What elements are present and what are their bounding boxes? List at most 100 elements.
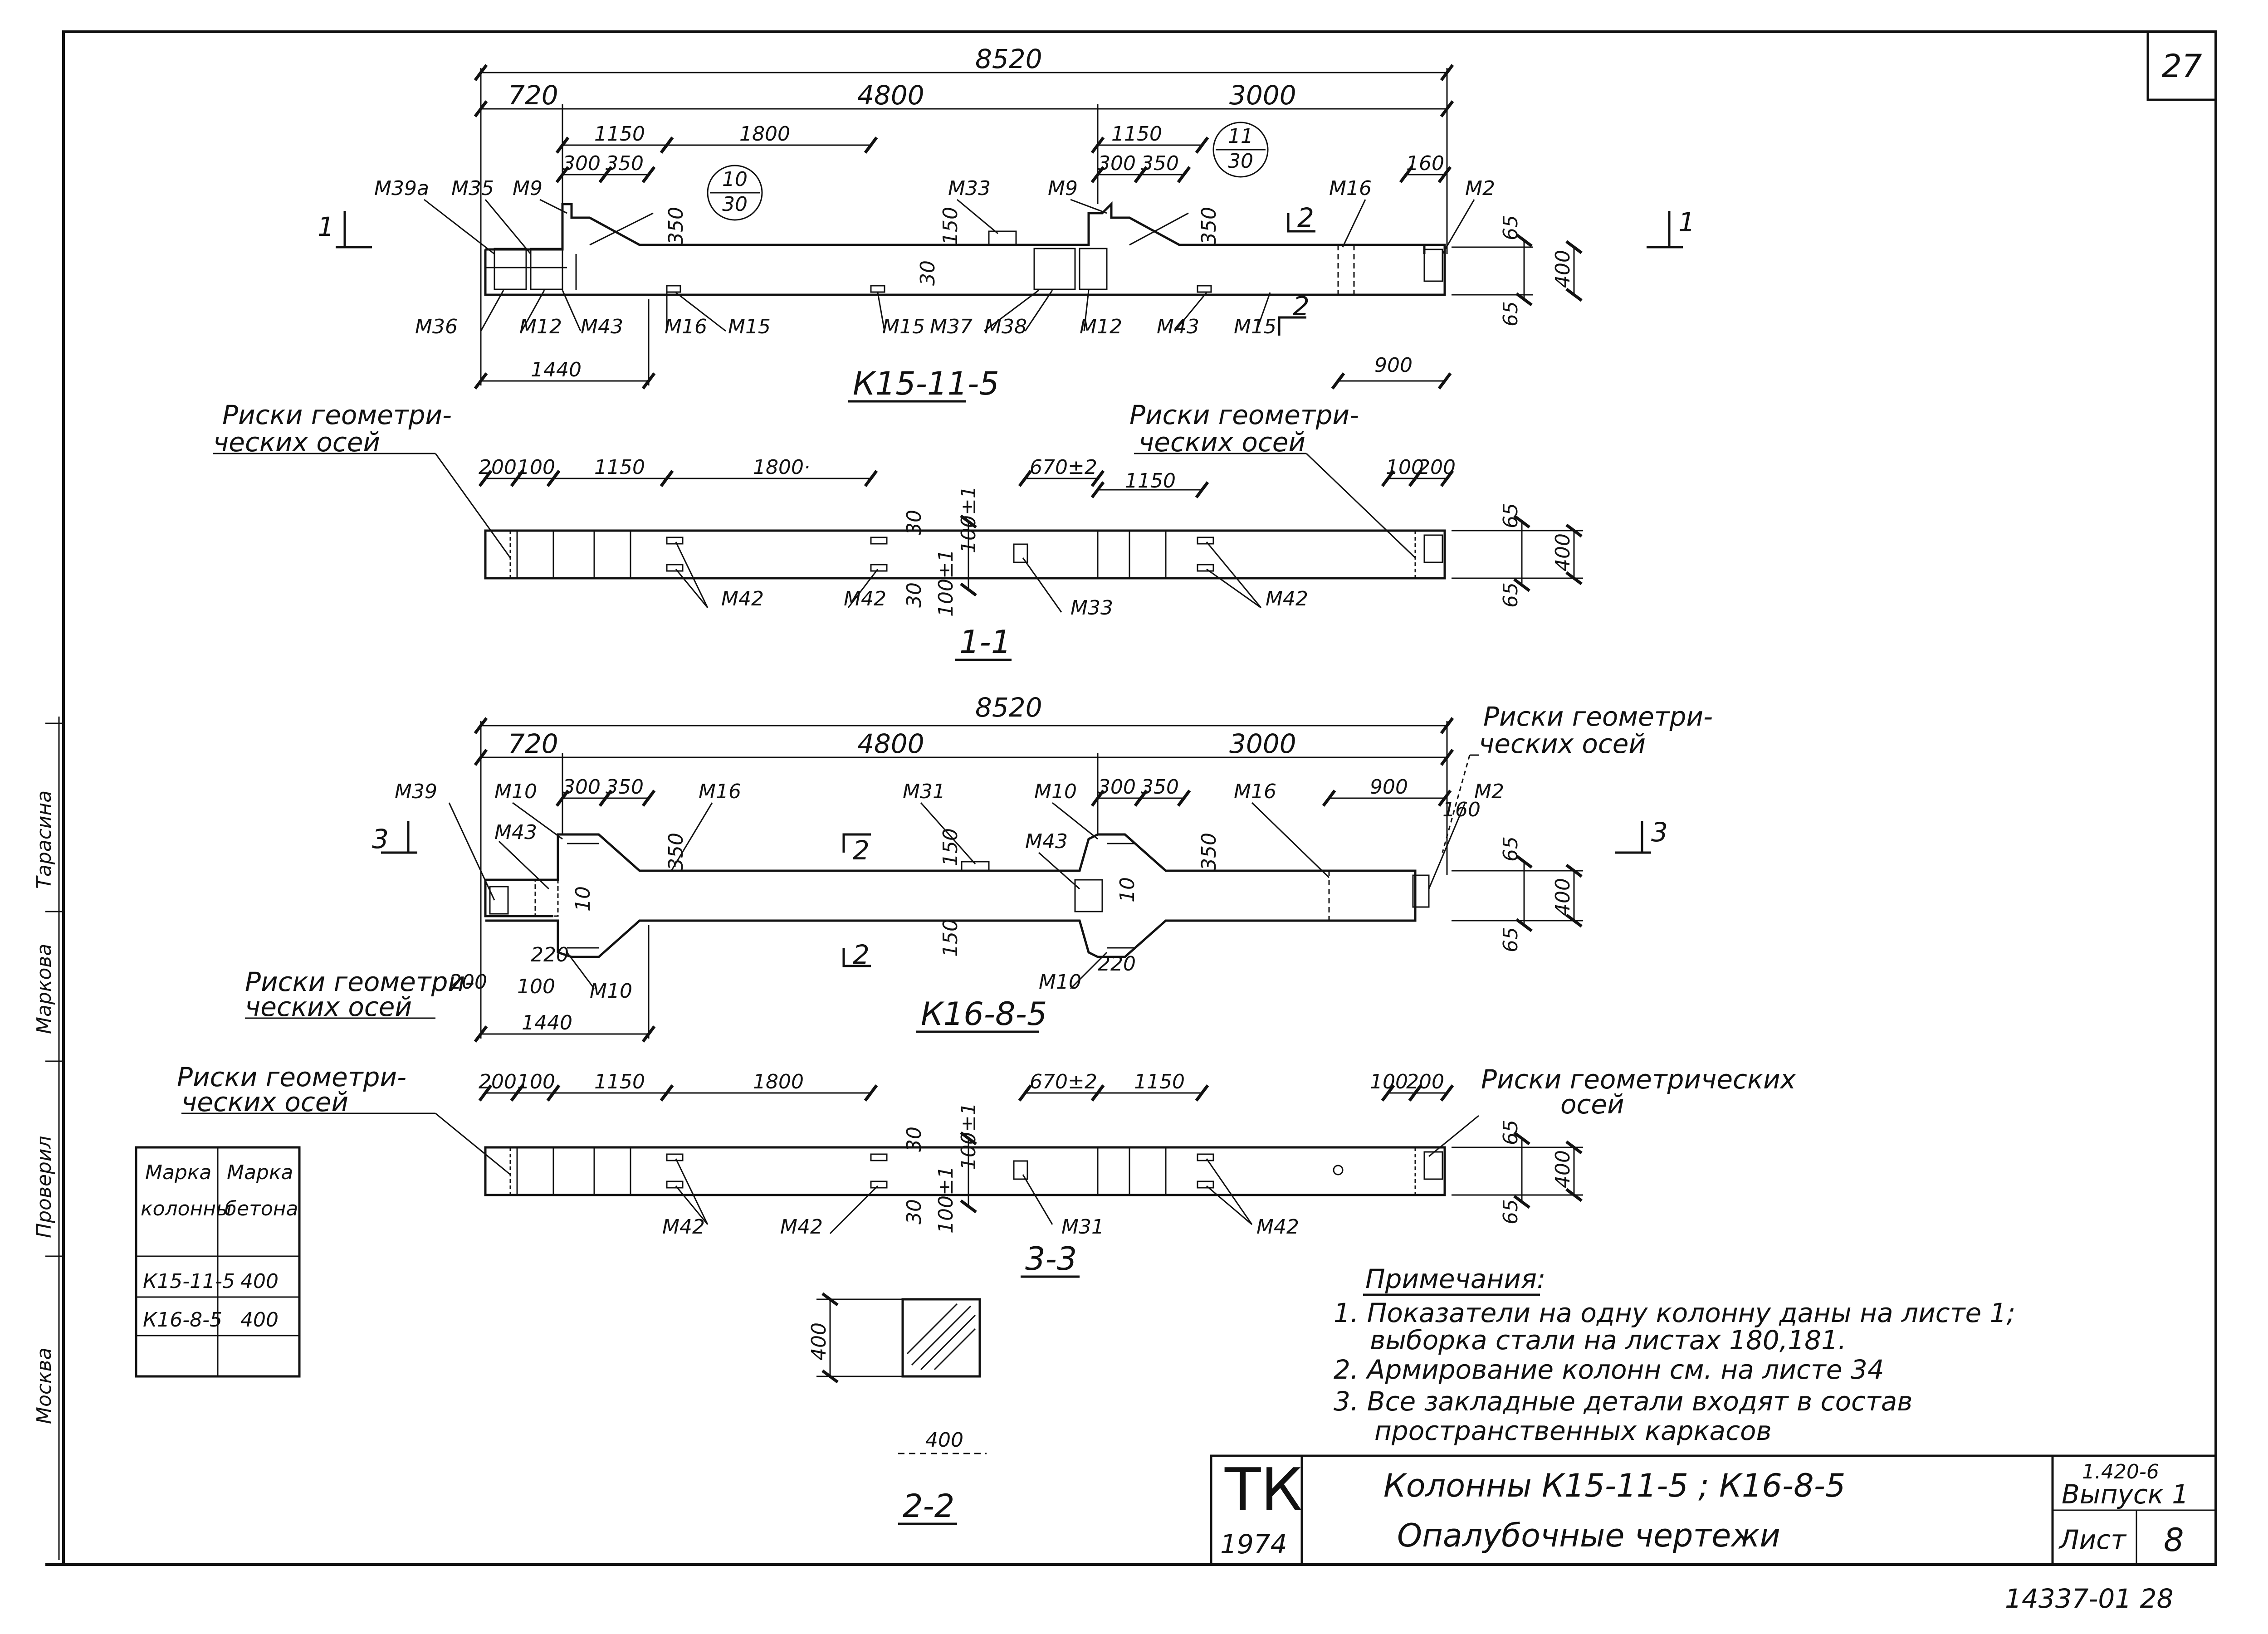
s11-note-right-1: Риски геометри- <box>1129 400 1359 430</box>
dim-300-b: 300 <box>1098 152 1136 175</box>
label-m16-a: М16 <box>1329 177 1372 200</box>
table-header-column-2: колонны <box>141 1197 232 1220</box>
note-3: 3. Все закладные детали входят в состав <box>1334 1386 1912 1417</box>
s11-label-m42-c: М42 <box>1266 587 1308 610</box>
k16-label-m10-a: М10 <box>494 780 537 803</box>
s11-dim-100r: 100 <box>1386 456 1424 479</box>
k16-note-left-1: Риски геометри- <box>245 966 474 997</box>
stamp-city: Москва <box>33 1347 56 1424</box>
stamp-name-2: Тарасина <box>33 790 56 889</box>
callout-1-bottom: 30 <box>722 193 748 216</box>
k16-label-m2: М2 <box>1474 780 1504 803</box>
title-line-1: Колонны К15-11-5 ; К16-8-5 <box>1383 1467 1846 1504</box>
k16-dim-h350-b: 350 <box>1198 833 1221 871</box>
k16-section-2-top: 2 <box>853 835 870 866</box>
label-m43-b: М43 <box>1157 315 1199 338</box>
k16-dim-300-b: 300 <box>1098 776 1136 799</box>
dim-h350-a: 350 <box>665 207 688 245</box>
label-m39a: М39а <box>374 177 429 200</box>
k16-dim-720: 720 <box>508 728 558 759</box>
k16-dim-100: 100 <box>517 975 555 998</box>
k16-dim-h150-a: 150 <box>939 828 962 866</box>
label-m37: М37 <box>930 315 973 338</box>
dim-h30: 30 <box>916 260 939 286</box>
s22-dim-1800: 1800 <box>753 1070 804 1093</box>
label-m15-a: М15 <box>728 315 771 338</box>
s22-v30: 30 <box>903 1127 926 1152</box>
label-m9-b: М9 <box>1048 177 1078 200</box>
note-1-cont: выборка стали на листах 180,181. <box>1370 1325 1846 1356</box>
section-1-left: 1 <box>318 211 334 242</box>
section-2-2-notes: Риски геометри- ческих осей Риски геомет… <box>177 1062 1796 1176</box>
note-1: 1. Показатели на одну колонну даны на ли… <box>1334 1297 2015 1328</box>
callout-2-top: 11 <box>1228 125 1253 148</box>
dim-h350-b: 350 <box>1198 207 1221 245</box>
column-k15-section-marks: 1 1 2 2 <box>318 202 1695 336</box>
concrete-table: Марка колонны Марка бетона К15-11-5 400 … <box>135 1146 301 1378</box>
s22-v400: 400 <box>1551 1150 1574 1188</box>
dim-350-a: 350 <box>606 152 644 175</box>
series-number: 1.420-6 <box>2082 1460 2159 1483</box>
sheet-frame <box>45 30 2217 1566</box>
section-2-2-title-group: 2-2 <box>898 1488 957 1525</box>
dim-total: 8520 <box>975 44 1042 74</box>
dim-1440: 1440 <box>531 358 582 381</box>
s11-note-left-1: Риски геометри- <box>222 400 452 430</box>
dim-1800-a: 1800 <box>739 122 790 146</box>
k16-label-m43-b: М43 <box>1025 830 1068 853</box>
s22-v30b: 30 <box>903 1199 926 1224</box>
k16-note-right-1: Риски геометри- <box>1483 701 1713 732</box>
column-k15-elevation <box>484 201 1446 296</box>
section-3-right: 3 <box>1651 817 1668 848</box>
k16-dim-350-a: 350 <box>606 776 644 799</box>
k16-dim-v65-top: 65 <box>1499 836 1522 862</box>
s11-v100b: 100±1 <box>934 549 958 617</box>
s22-v100a: 100±1 <box>957 1102 980 1170</box>
label-m15-b: М15 <box>882 315 925 338</box>
s22-label-m42-a: М42 <box>662 1215 705 1239</box>
s11-v65b: 65 <box>1499 582 1522 608</box>
mark-k16: К16-8-5 <box>921 995 1047 1033</box>
column-k15-labels: М39а М35 М9 М33 М9 М16 М2 М36 М12 М43 М1… <box>374 177 1495 338</box>
title-block: ТК 1974 Колонны К15-11-5 ; К16-8-5 Опалу… <box>1210 1454 2216 1565</box>
section-3-3: 400 400 3-3 <box>807 1240 1080 1454</box>
s33-bottom-dim: 400 <box>925 1429 963 1452</box>
k16-dim-200: 200 <box>449 971 487 994</box>
dim-160: 160 <box>1406 152 1444 175</box>
s11-note-right-2: ческих осей <box>1139 427 1305 458</box>
s11-dim-200r: 200 <box>1418 456 1456 479</box>
mark-k15: К15-11-5 <box>853 365 999 402</box>
dim-v400: 400 <box>1551 250 1574 288</box>
dim-350-b: 350 <box>1141 152 1179 175</box>
column-k16-elevation <box>484 833 1430 958</box>
s11-v100a: 100±1 <box>957 486 980 553</box>
s22-dim-100r: 100 <box>1370 1070 1408 1093</box>
s22-dim-100: 100 <box>517 1070 555 1093</box>
section-2-bottom: 2 <box>1293 291 1310 322</box>
k16-label-m31: М31 <box>903 780 945 803</box>
label-m35: М35 <box>451 177 494 200</box>
table-header-column-1: Марка <box>145 1161 211 1184</box>
s33-side-dim: 400 <box>807 1322 831 1361</box>
dim-4800: 4800 <box>857 80 924 111</box>
s11-dim-1150b: 1150 <box>1125 469 1176 493</box>
column-k16-section-marks: 3 3 2 2 <box>372 817 1668 970</box>
s22-note-left-2: ческих осей <box>181 1087 348 1117</box>
section-1-1-notes: Риски геометри- ческих осей Риски геомет… <box>213 400 1416 559</box>
column-k16-notes: Риски геометри- ческих осей Риски геомет… <box>245 701 1713 1022</box>
page-number: 27 <box>2161 48 2202 85</box>
table-cell-concrete-2: 400 <box>240 1308 279 1332</box>
section-1-right: 1 <box>1678 207 1695 238</box>
k16-label-m39: М39 <box>395 780 437 803</box>
org-mark: ТК <box>1224 1455 1303 1524</box>
section-1-1-title-group: 1-1 <box>955 624 1012 661</box>
s11-note-left-2: ческих осей <box>213 427 380 458</box>
label-m12-a: М12 <box>519 315 562 338</box>
k16-dim-4800: 4800 <box>857 728 924 759</box>
dim-1150-b: 1150 <box>1111 122 1162 146</box>
callout-2-bottom: 30 <box>1228 150 1253 173</box>
k16-dim-v400: 400 <box>1551 878 1574 916</box>
k16-dim-h10-b: 10 <box>1116 877 1139 902</box>
column-k16-labels: М39 М10 М16 М31 М10 М16 М2 М43 М43 М10 М… <box>395 780 1504 1003</box>
section-3-3-title: 3-3 <box>1025 1240 1077 1278</box>
